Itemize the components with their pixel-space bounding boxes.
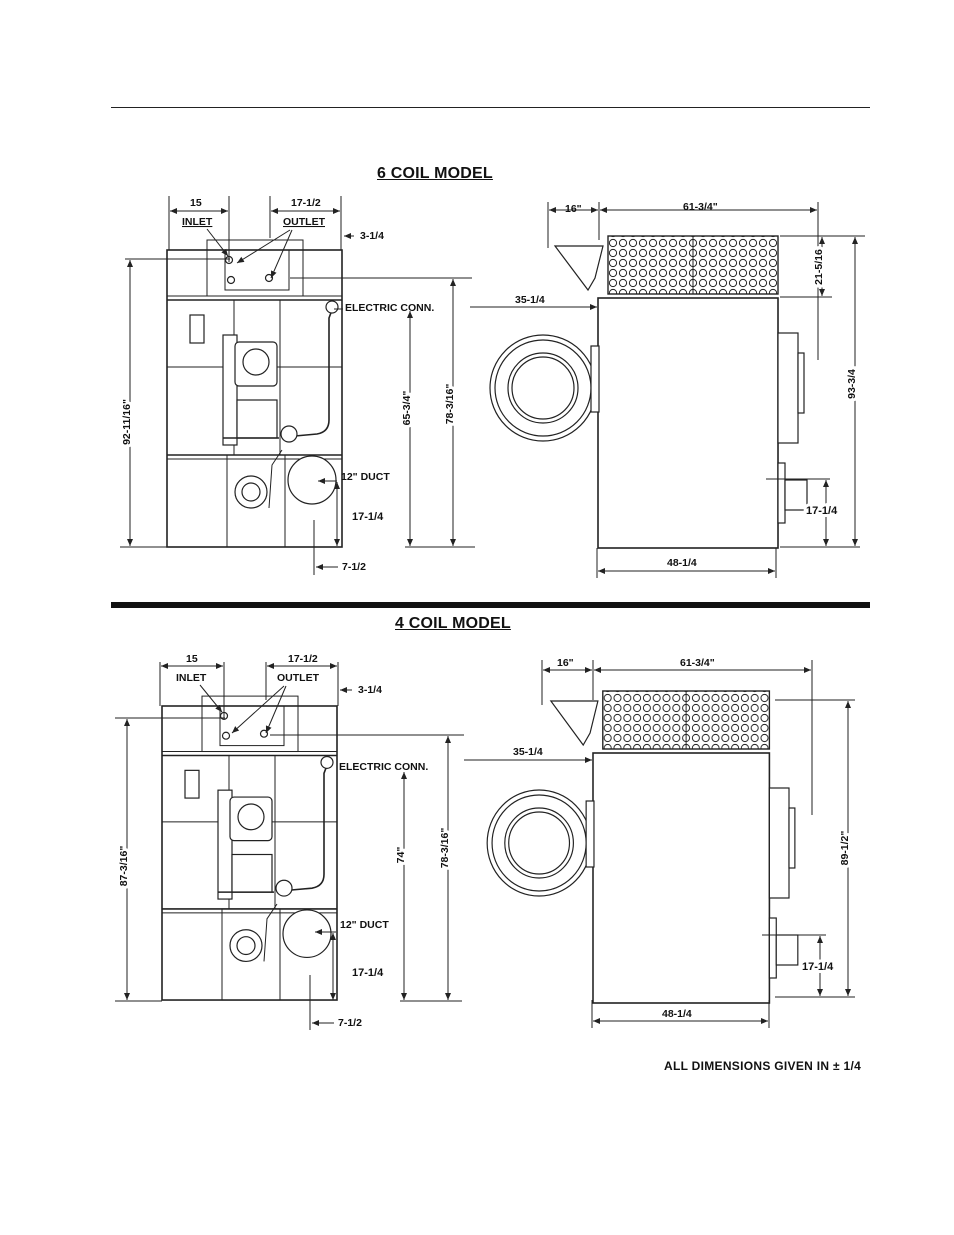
section-title-6-coil: 6 COIL MODEL [377,165,493,182]
top-length-dim: 61-3/4" [680,657,715,669]
coil-height-dim: 21-5/16 [813,249,825,285]
outlet-offset-dim: 3-1/4 [360,230,384,242]
overall-height-dim: 93-3/4 [846,369,858,399]
outlet-height-dim: 78-3/16" [444,384,456,425]
overall-height-dim: 87-3/16" [118,846,130,887]
overall-height-dim: 92-11/16" [121,399,133,445]
outlet-label: OUTLET [277,672,320,684]
outlet-width-dim: 17-1/2 [291,197,321,209]
section-title-4-coil: 4 COIL MODEL [395,615,511,632]
base-length-dim: 48-1/4 [662,1008,692,1020]
inlet-label: INLET [182,216,213,228]
duct-offset-dim: 7-1/2 [342,561,366,573]
front-view-6-coil: 15 17-1/2 INLET OUTLET 3-1/4 ELECTRIC CO… [118,196,475,575]
electric-conn-label: ELECTRIC CONN. [345,302,434,314]
burner-offset-dim: 35-1/4 [515,294,545,306]
duct-height-dim: 17-1/4 [352,967,384,979]
outlet-width-dim: 17-1/2 [288,653,318,665]
connection-height-dim: 17-1/4 [806,505,838,517]
top-length-dim: 61-3/4" [683,201,718,213]
dimensions-footnote: ALL DIMENSIONS GIVEN IN ± 1/4 [664,1059,862,1073]
side-view-6-coil: 16" 61-3/4" 21-5/16 35-1/4 93-3/4 17-1/4… [470,201,865,578]
connection-height-dim: 17-1/4 [802,961,834,973]
outlet-label: OUTLET [283,216,326,228]
outlet-height-dim: 78-3/16" [439,828,451,869]
section-divider [111,602,870,608]
inlet-width-dim: 15 [190,197,202,209]
front-view-4-coil: 15 17-1/2 INLET OUTLET 3-1/4 ELECTRIC CO… [115,653,464,1030]
outlet-offset-dim: 3-1/4 [358,684,382,696]
overall-height-dim: 89-1/2" [839,831,851,866]
inlet-label: INLET [176,672,207,684]
top-rule [111,107,870,108]
duct-offset-dim: 7-1/2 [338,1017,362,1029]
duct-height-dim: 17-1/4 [352,511,384,523]
burner-offset-dim: 35-1/4 [513,746,543,758]
side-view-4-coil: 16" 61-3/4" 35-1/4 89-1/2" 17-1/4 48-1/4 [464,657,855,1028]
electric-conn-label: ELECTRIC CONN. [339,761,428,773]
hood-depth-dim: 16" [565,203,582,215]
duct-label: 12" DUCT [340,919,389,931]
electric-height-dim: 74" [395,847,407,864]
hood-depth-dim: 16" [557,657,574,669]
duct-label: 12" DUCT [341,471,390,483]
base-length-dim: 48-1/4 [667,557,697,569]
electric-height-dim: 65-3/4" [401,391,413,426]
inlet-width-dim: 15 [186,653,198,665]
